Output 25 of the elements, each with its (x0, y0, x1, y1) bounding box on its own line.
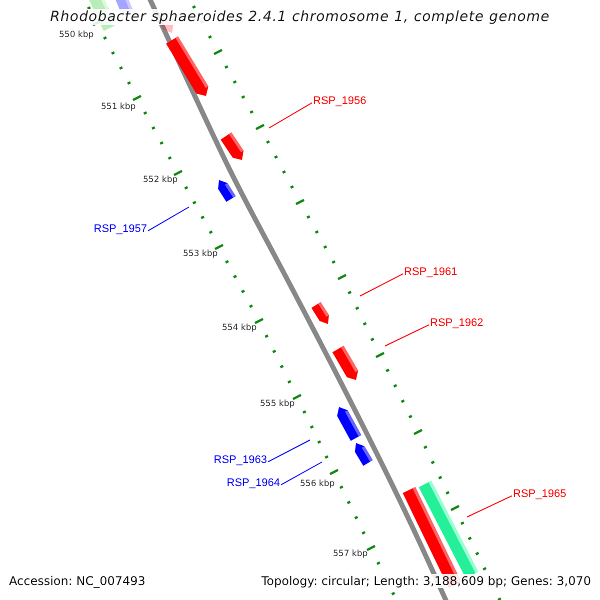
leader-line (360, 273, 404, 296)
scale-label: 555 kbp (260, 399, 295, 409)
gene-label: RSP_1965 (513, 488, 566, 500)
scale-label: 553 kbp (183, 249, 218, 259)
genome-stats: Topology: circular; Length: 3,188,609 bp; Genes: 3,070 (261, 574, 591, 588)
leader-line (268, 440, 310, 462)
accession-text: Accession: NC_007493 (9, 574, 146, 588)
scale-label: 557 kbp (333, 549, 368, 559)
leader-line (466, 495, 512, 518)
scale-label: 552 kbp (143, 175, 178, 185)
gene-label: RSP_1964 (226, 477, 280, 489)
gene-label: RSP_1957 (94, 223, 147, 235)
gene-label: RSP_1963 (214, 454, 267, 466)
leader-line (384, 324, 430, 346)
scale-label: 554 kbp (222, 323, 257, 333)
scale-label: 551 kbp (101, 102, 136, 112)
scale-label: 556 kbp (300, 479, 335, 489)
leader-line (268, 102, 312, 128)
gene-label: RSP_1962 (430, 317, 484, 329)
gene-label: RSP_1961 (404, 266, 458, 278)
leader-line (148, 206, 190, 232)
leader-line (280, 462, 322, 486)
gene-label: RSP_1956 (313, 95, 366, 107)
scale-label: 550 kbp (59, 30, 94, 40)
diagram-title: Rhodobacter sphaeroides 2.4.1 chromosome 1, complete genome (50, 9, 550, 25)
